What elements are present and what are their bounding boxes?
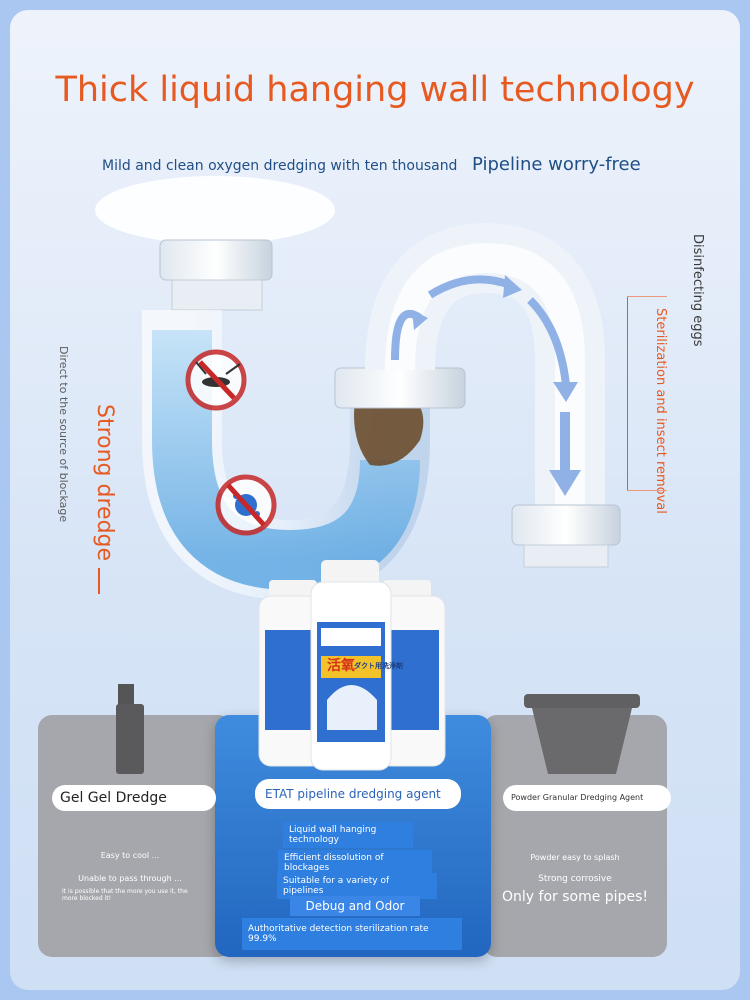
etat-name-pill: ETAT pipeline dredging agent bbox=[255, 779, 461, 809]
feature-tag: Authoritative detection sterilization ra… bbox=[242, 918, 462, 950]
pipe-cap-middle bbox=[334, 367, 466, 409]
powder-line-1: Powder easy to splash bbox=[530, 853, 620, 862]
subtitle-left: Mild and clean oxygen dredging with ten … bbox=[102, 158, 458, 174]
direct-source-label: Direct to the source of blockage bbox=[57, 346, 70, 523]
pipe-cap-top bbox=[159, 239, 273, 281]
powder-name-pill: Powder Granular Dredging Agent bbox=[503, 785, 671, 811]
product-label-cjk: 活氧 bbox=[327, 658, 355, 674]
subtitle-right: Pipeline worry-free bbox=[472, 154, 641, 175]
no-mosquito-icon bbox=[185, 349, 247, 411]
feature-tag: Debug and Odor bbox=[290, 896, 420, 916]
gel-line-3: It is possible that the more you use it,… bbox=[62, 888, 188, 902]
disinfecting-label: Disinfecting eggs bbox=[690, 234, 705, 347]
powder-line-2: Strong corrosive bbox=[538, 874, 612, 884]
pipe-water bbox=[152, 330, 420, 591]
gel-bottle-icon bbox=[116, 684, 144, 774]
powder-bowl-icon bbox=[524, 694, 640, 774]
product-label-subtitle: ダクト用洗浄剤 bbox=[354, 662, 403, 670]
no-bacteria-icon bbox=[215, 474, 277, 536]
gel-line-1: Easy to cool ... bbox=[100, 851, 160, 860]
accent-bar-left bbox=[98, 568, 100, 594]
sink-basin bbox=[95, 176, 335, 244]
pipe-cap-bottom bbox=[511, 504, 621, 546]
strong-dredge-label: Strong dredge bbox=[92, 404, 117, 562]
page-title: Thick liquid hanging wall technology bbox=[55, 70, 695, 110]
feature-tag: Efficient dissolution of blockages bbox=[278, 850, 432, 876]
sterilization-label: Sterilization and insect removal bbox=[653, 308, 668, 514]
powder-line-3: Only for some pipes! bbox=[502, 889, 648, 905]
gel-name-pill: Gel Gel Dredge bbox=[52, 785, 216, 811]
feature-tag: Liquid wall hanging technology bbox=[283, 822, 413, 848]
product-bottles bbox=[258, 560, 446, 771]
gel-line-2: Unable to pass through ... bbox=[78, 874, 182, 883]
accent-bar-right bbox=[627, 296, 628, 490]
feature-tag: Suitable for a variety of pipelines bbox=[277, 873, 437, 899]
